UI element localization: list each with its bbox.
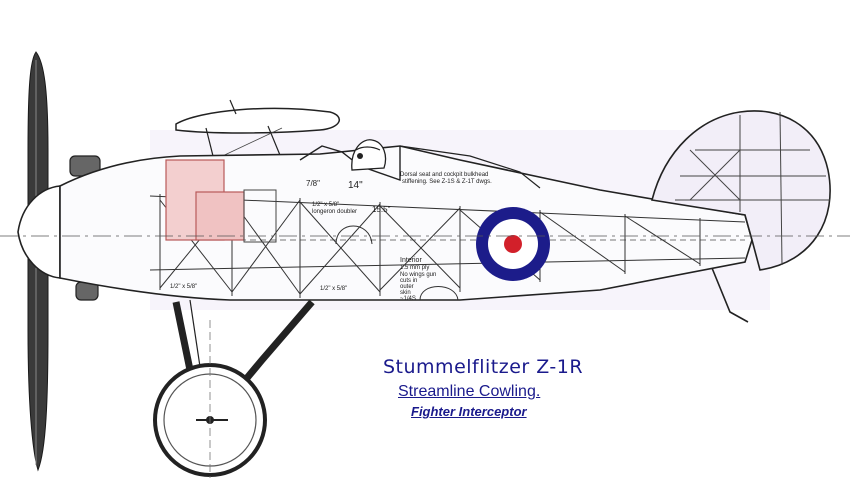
interior-note: Interior 1.5 mm ply No wings gun cuts in… <box>400 257 436 302</box>
svg-text:No wings gun: No wings gun <box>400 272 436 278</box>
svg-text:Interior: Interior <box>400 257 422 264</box>
tail-fin-rudder <box>651 110 831 271</box>
drawing-title: Stummelflitzer Z-1R <box>383 356 584 378</box>
upper-wing <box>175 107 340 134</box>
svg-text:outer: outer <box>400 284 414 290</box>
spar-upper: 1/2" x 5/8" <box>312 202 339 208</box>
dorsal-note-2: stiffening. See Z-1S & Z-1T dwgs. <box>402 179 492 185</box>
dim-7-8: 7/8" <box>306 179 320 188</box>
dim-14: 14" <box>348 180 363 191</box>
svg-text:~1/4S: ~1/4S <box>400 296 416 302</box>
spar-upper-note: longeron doubler <box>312 209 357 215</box>
spar-front: 1/2" x 5/8" <box>170 284 197 290</box>
tail-skid <box>711 267 749 323</box>
svg-text:skin: skin <box>400 290 411 296</box>
svg-text:cuts in: cuts in <box>400 278 417 284</box>
equipment-panels <box>165 159 277 243</box>
dorsal-note-1: Dorsal seat and cockpit bulkhead <box>400 172 488 178</box>
drawing-subtitle: Streamline Cowling. <box>398 383 541 400</box>
raf-roundel-icon <box>476 207 550 281</box>
dim-15-5: 15.5" <box>372 205 391 214</box>
spinner <box>17 185 61 279</box>
svg-text:1.5 mm ply: 1.5 mm ply <box>400 265 429 271</box>
spar-lower: 1/2" x 5/8" <box>320 286 347 292</box>
drawing-role: Fighter Interceptor <box>411 404 527 419</box>
pilot-head-icon <box>351 139 387 171</box>
